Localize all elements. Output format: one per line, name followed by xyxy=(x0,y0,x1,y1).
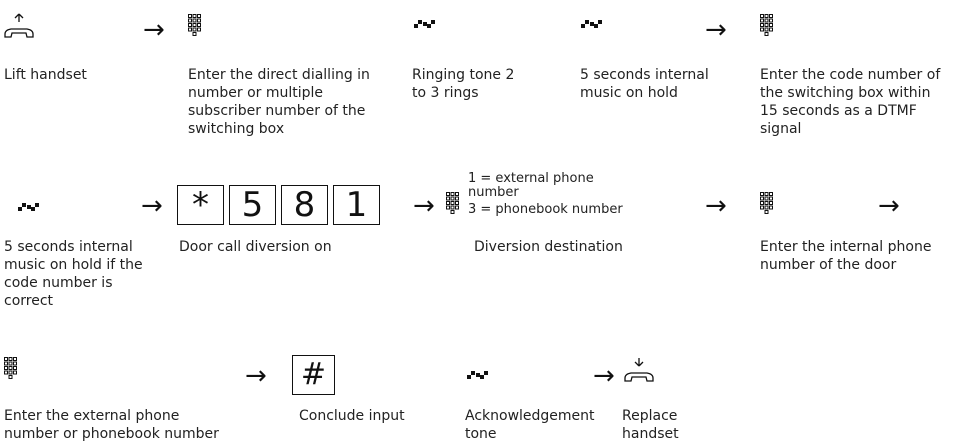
keypad-icon xyxy=(4,357,17,381)
conclude-input-label: Conclude input xyxy=(299,408,405,424)
tone-icon xyxy=(466,370,490,380)
music-on-hold-correct-label: 5 seconds internal music on hold if the … xyxy=(4,239,143,309)
keypad-icon xyxy=(760,192,773,216)
arrow-icon: → xyxy=(593,361,615,391)
handset-replace-icon xyxy=(624,357,654,387)
option-phonebook-label: 3 = phonebook number xyxy=(468,202,623,217)
enter-external-number-label: Enter the external phone number or phone… xyxy=(4,408,219,442)
option-external-label: 1 = external phone number xyxy=(468,171,594,200)
hash-key: # xyxy=(292,355,335,395)
star-key: * xyxy=(177,185,224,225)
music-on-hold-label: 5 seconds internal music on hold xyxy=(580,67,709,101)
keypad-icon xyxy=(760,14,773,38)
tone-icon xyxy=(17,202,41,212)
lift-handset-label: Lift handset xyxy=(4,67,87,83)
arrow-icon: → xyxy=(143,15,165,45)
digit-5-key: 5 xyxy=(229,185,276,225)
diversion-destination-label: Diversion destination xyxy=(474,239,623,255)
door-call-diversion-label: Door call diversion on xyxy=(179,239,332,255)
tone-icon xyxy=(413,19,437,29)
handset-lift-icon xyxy=(4,13,34,43)
digit-1-key: 1 xyxy=(333,185,380,225)
arrow-icon: → xyxy=(705,191,727,221)
acknowledgement-tone-label: Acknowledgement tone xyxy=(465,408,595,442)
arrow-icon: → xyxy=(878,191,900,221)
tone-icon xyxy=(580,19,604,29)
enter-direct-dialling-label: Enter the direct dialling in number or m… xyxy=(188,67,370,137)
keypad-icon xyxy=(188,14,201,38)
enter-internal-number-label: Enter the internal phone number of the d… xyxy=(760,239,932,273)
enter-code-label: Enter the code number of the switching b… xyxy=(760,67,941,137)
digit-8-key: 8 xyxy=(281,185,328,225)
keypad-icon xyxy=(446,192,459,216)
arrow-icon: → xyxy=(245,361,267,391)
arrow-icon: → xyxy=(413,191,435,221)
replace-handset-label: Replace handset xyxy=(622,408,679,442)
ringing-tone-label: Ringing tone 2 to 3 rings xyxy=(412,67,515,101)
arrow-icon: → xyxy=(141,191,163,221)
arrow-icon: → xyxy=(705,15,727,45)
